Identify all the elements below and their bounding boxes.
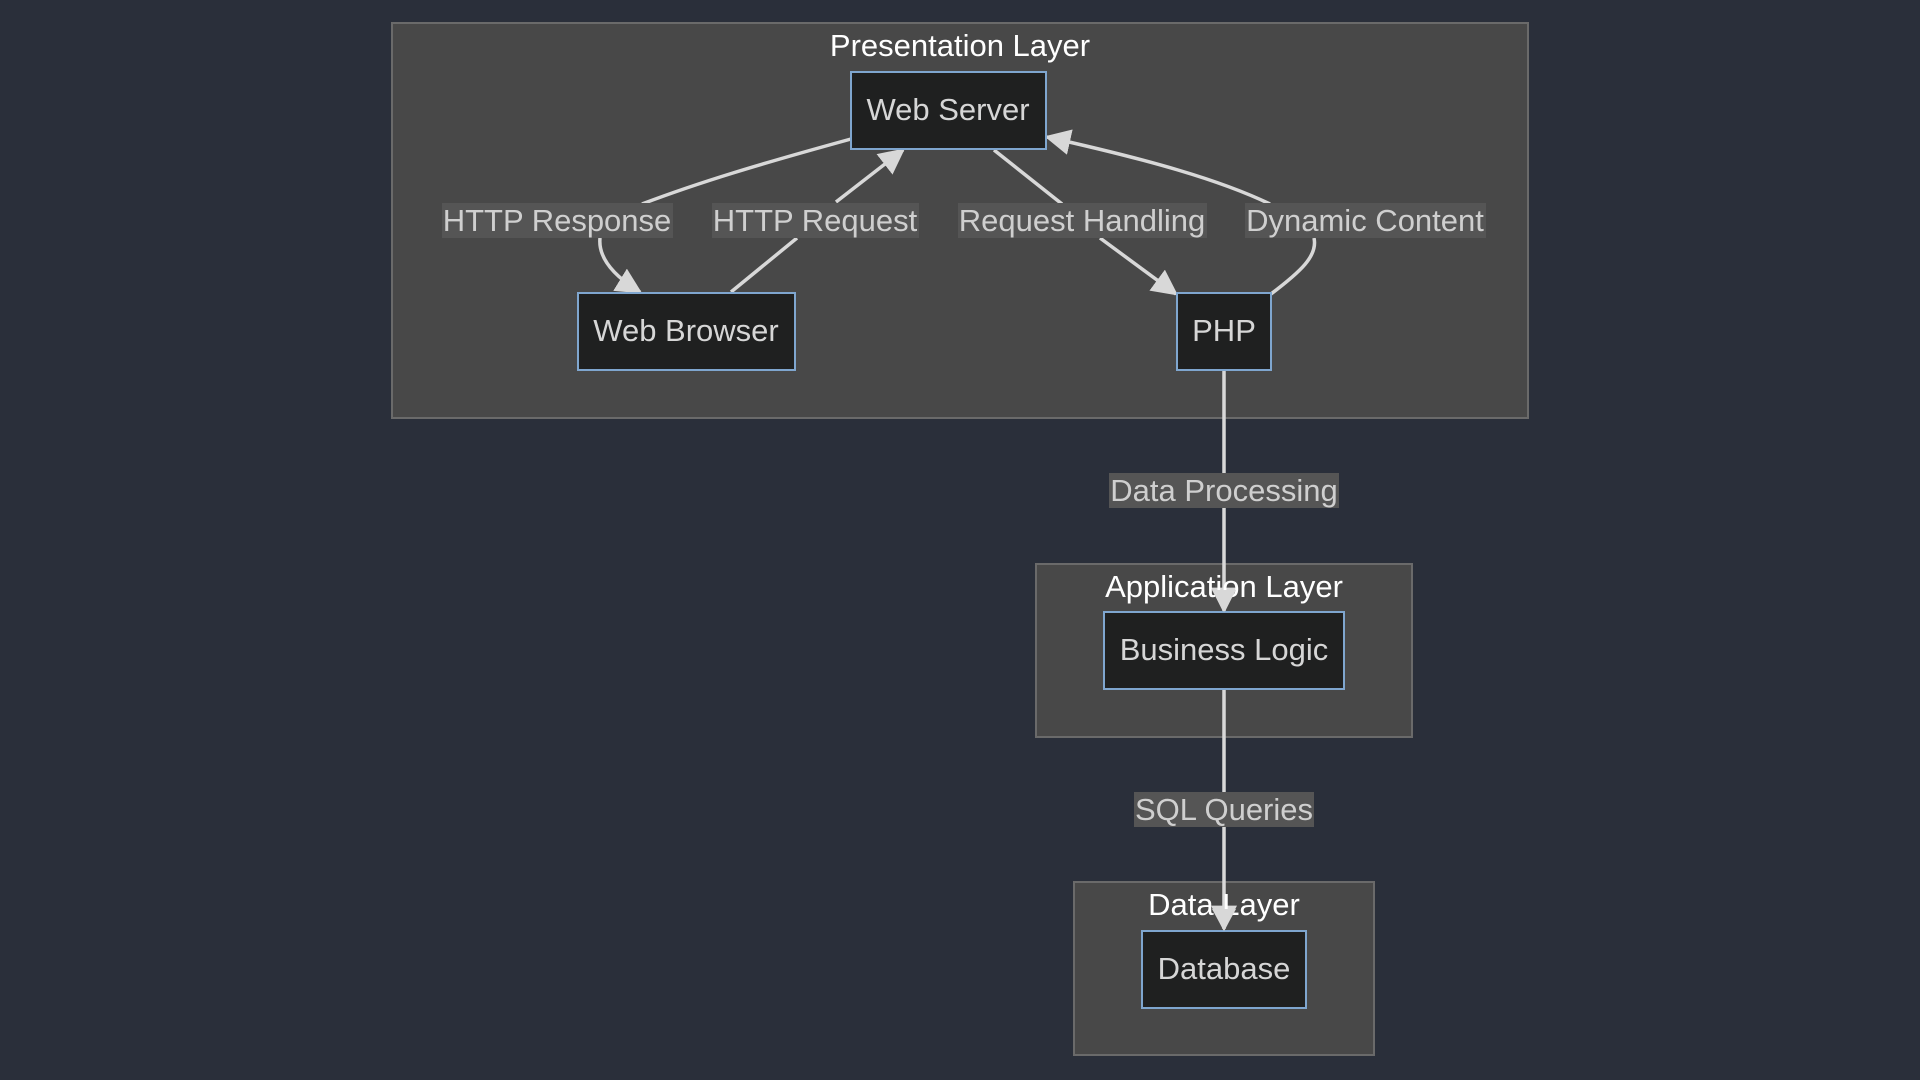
node-label-business-logic: Business Logic	[1120, 632, 1329, 667]
cluster-title-presentation: Presentation Layer	[830, 28, 1090, 63]
edge-dynamic-content[interactable]	[1047, 137, 1317, 296]
edge-http-response[interactable]	[598, 137, 852, 292]
arrowhead-data-processing	[1212, 590, 1236, 612]
node-business-logic[interactable]: Business Logic	[1103, 611, 1345, 690]
edge-labels: HTTP Response HTTP Request Request Handl…	[442, 203, 1486, 827]
edge-label-request-handling: Request Handling	[959, 203, 1205, 238]
edge-label-data-processing: Data Processing	[1110, 473, 1337, 508]
edge-label-sql-queries: SQL Queries	[1135, 792, 1313, 827]
inter-layer-arrowheads	[1212, 590, 1236, 931]
edge-http-request[interactable]	[729, 150, 903, 294]
edge-label-dynamic-content: Dynamic Content	[1246, 203, 1484, 238]
edge-label-http-request: HTTP Request	[713, 203, 918, 238]
edge-request-handling[interactable]	[992, 148, 1176, 294]
edge-label-http-response: HTTP Response	[443, 203, 672, 238]
node-web-server[interactable]: Web Server	[850, 71, 1047, 150]
node-web-browser[interactable]: Web Browser	[577, 292, 796, 371]
node-label-php: PHP	[1192, 313, 1256, 348]
node-label-database: Database	[1158, 951, 1291, 986]
node-label-web-browser: Web Browser	[593, 313, 779, 348]
node-label-web-server: Web Server	[866, 92, 1029, 127]
arrowhead-sql-queries	[1212, 909, 1236, 931]
node-database[interactable]: Database	[1141, 930, 1307, 1009]
node-php[interactable]: PHP	[1176, 292, 1272, 371]
